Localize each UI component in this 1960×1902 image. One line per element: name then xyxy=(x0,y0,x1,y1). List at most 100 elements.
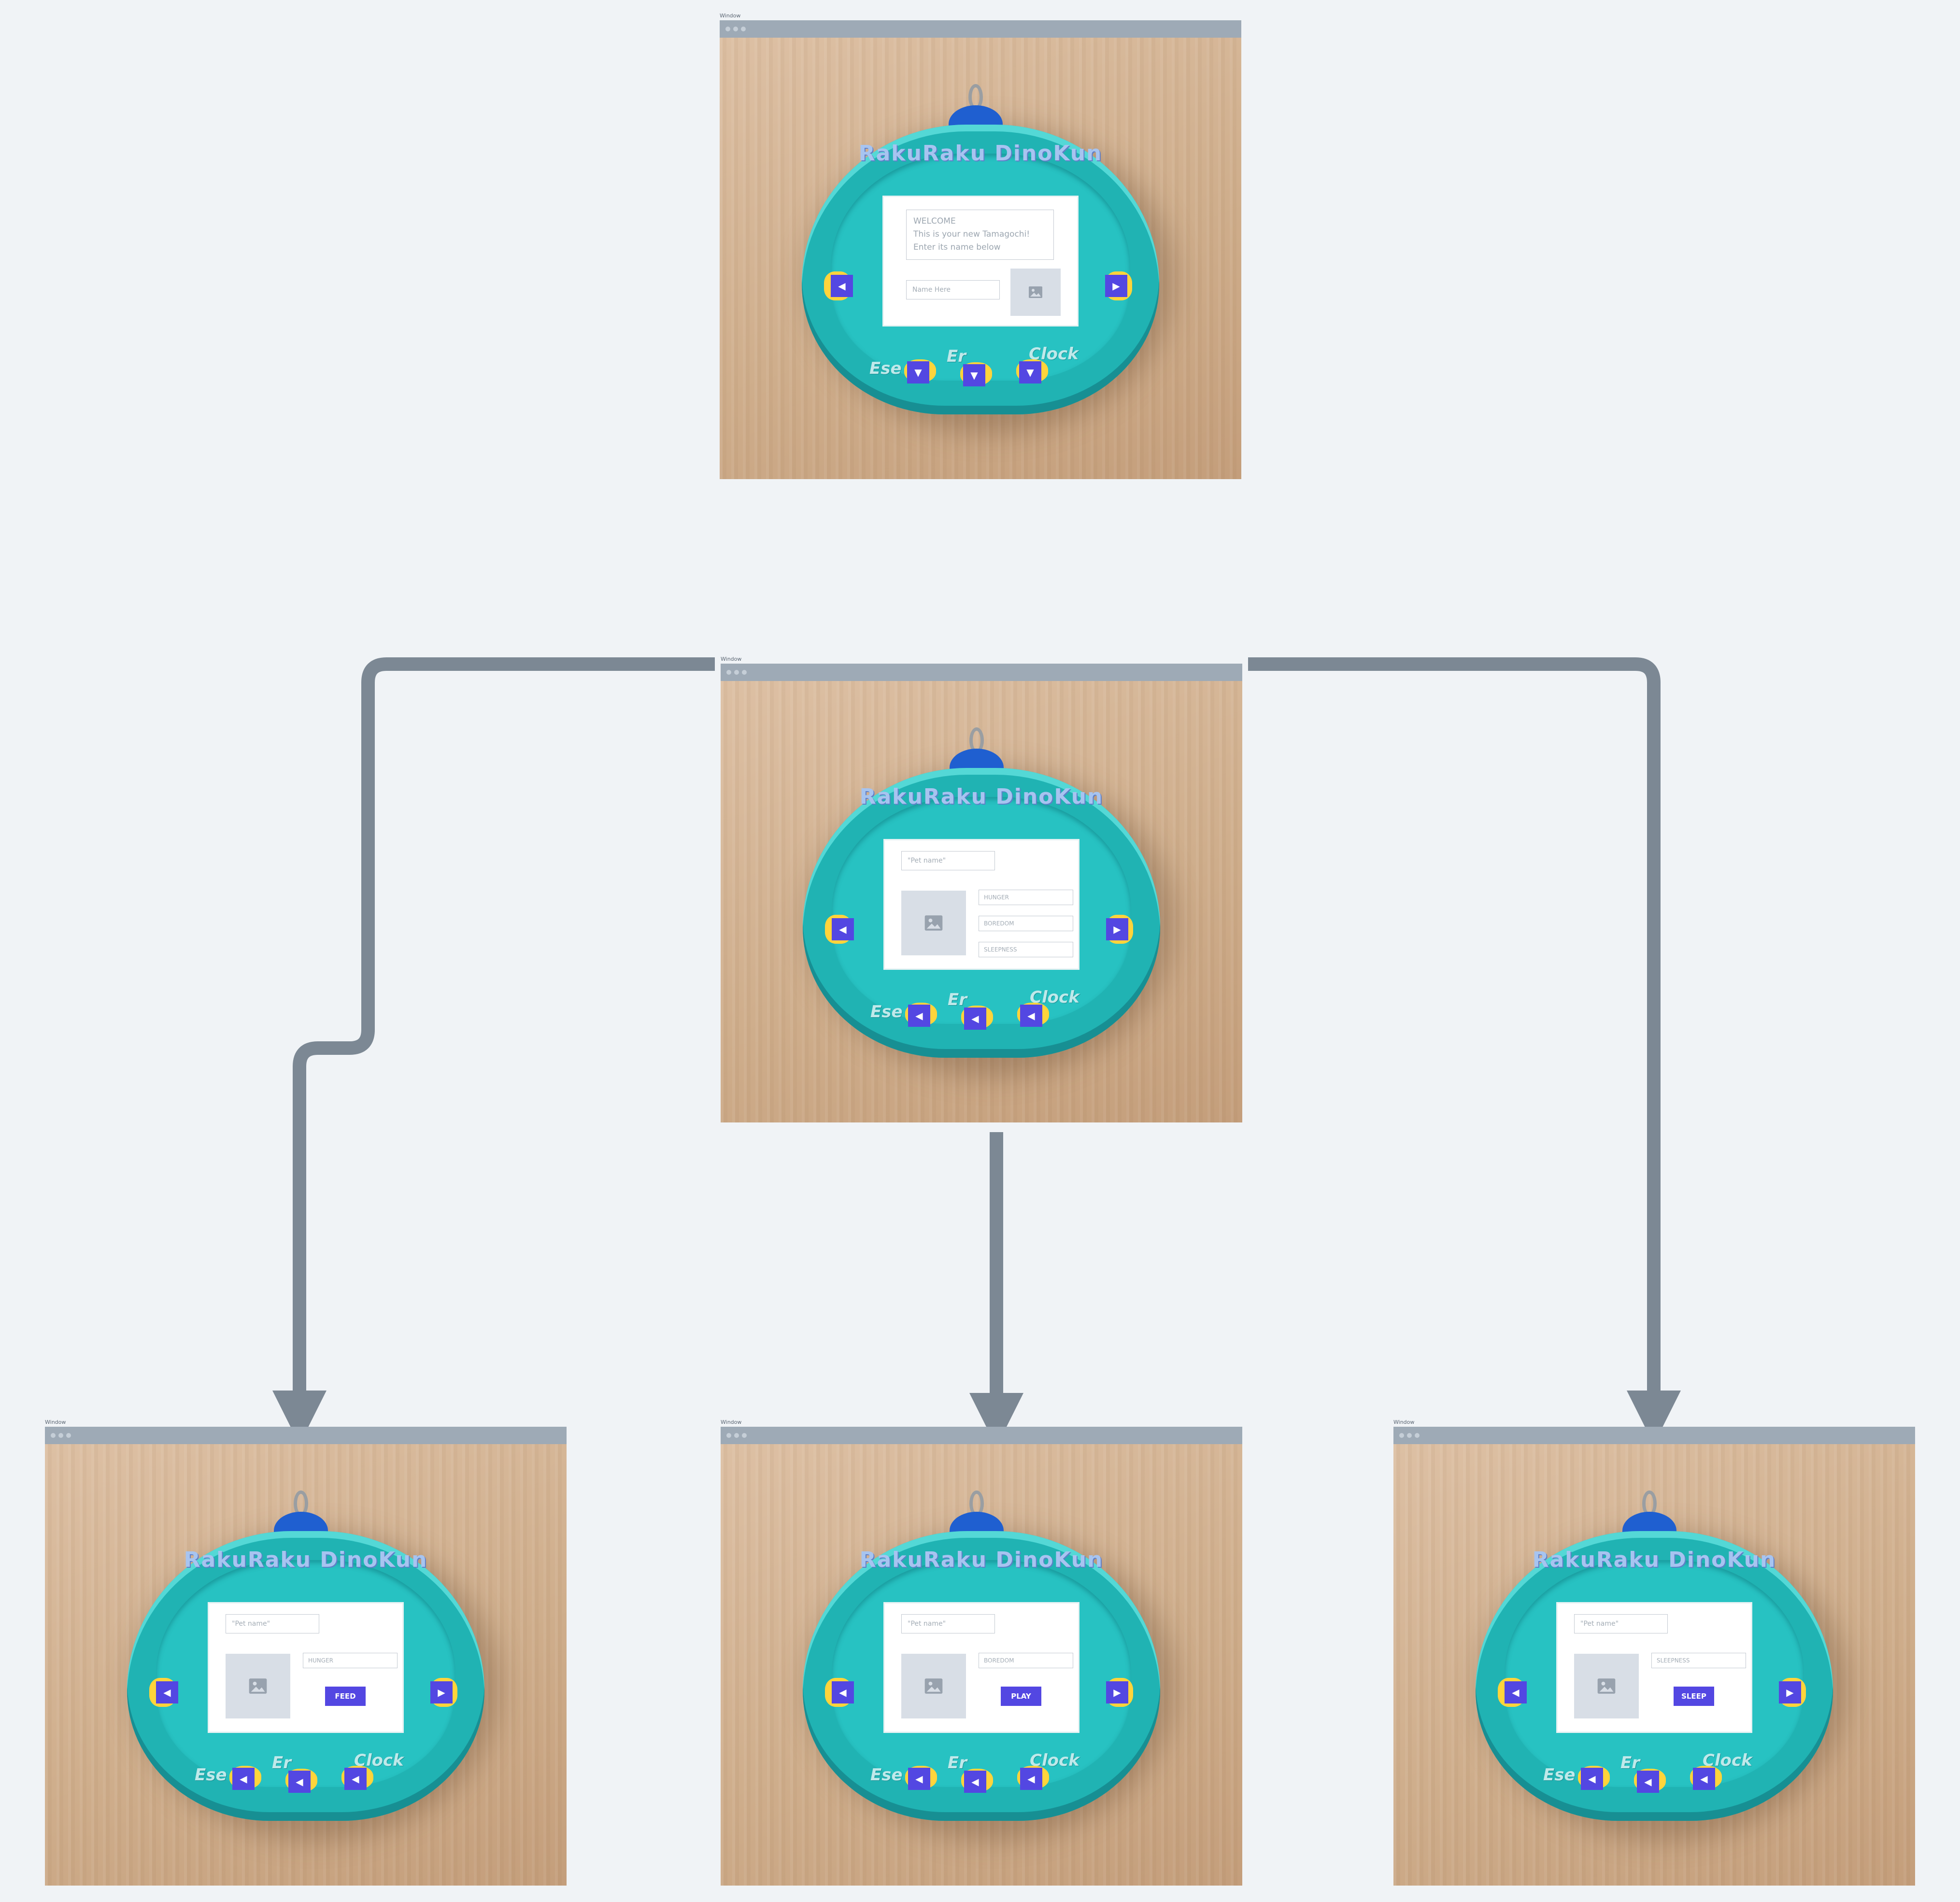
toy-label-er: Er xyxy=(947,347,966,366)
window-feed: Window RakuRaku DinoKun Ese Er Clock ◀ ▶… xyxy=(45,1419,567,1886)
chevron-down-icon: ▼ xyxy=(1026,367,1034,378)
window-control-dot[interactable] xyxy=(733,27,738,31)
chevron-right-icon: ▶ xyxy=(1112,280,1120,292)
chevron-left-icon: ◀ xyxy=(1700,1773,1708,1785)
window-welcome: Window RakuRaku DinoKun Ese Er Clock ◀ ▶… xyxy=(720,13,1241,479)
chevron-left-icon: ◀ xyxy=(839,923,847,935)
window-control-dot[interactable] xyxy=(1415,1433,1420,1438)
bottom-nav-button-1[interactable]: ▼ xyxy=(907,361,929,383)
bottom-nav-button-3[interactable]: ▼ xyxy=(1019,361,1041,383)
chevron-down-icon: ▼ xyxy=(914,367,922,378)
pet-name-field[interactable]: "Pet name" xyxy=(901,851,995,870)
nav-right-button[interactable]: ▶ xyxy=(1105,275,1127,297)
window-control-dot[interactable] xyxy=(742,670,747,675)
play-button[interactable]: PLAY xyxy=(1001,1687,1041,1706)
nav-right-button[interactable]: ▶ xyxy=(1779,1681,1801,1703)
nav-left-button[interactable]: ◀ xyxy=(156,1681,178,1703)
toy-label-er: Er xyxy=(272,1753,291,1773)
chevron-right-icon: ▶ xyxy=(1113,1687,1121,1698)
connector-to-feed xyxy=(272,657,715,1445)
bottom-nav-button-1[interactable]: ◀ xyxy=(908,1768,930,1790)
bottom-nav-button-3[interactable]: ◀ xyxy=(344,1768,367,1790)
window-control-dot[interactable] xyxy=(741,27,746,31)
pet-image-placeholder xyxy=(901,891,966,955)
chevron-left-icon: ◀ xyxy=(296,1776,303,1788)
window-body: RakuRaku DinoKun Ese Er Clock ◀ ▶ ▼ ▼ ▼ … xyxy=(720,38,1241,479)
bottom-nav-button-1[interactable]: ◀ xyxy=(908,1005,930,1027)
sleep-button[interactable]: SLEEP xyxy=(1674,1687,1714,1706)
window-titlebar[interactable] xyxy=(45,1427,567,1444)
brand-logo: RakuRaku DinoKun xyxy=(858,141,1103,166)
bottom-nav-button-2[interactable]: ◀ xyxy=(964,1771,986,1793)
window-control-dot[interactable] xyxy=(726,1433,731,1438)
pet-name-field[interactable]: "Pet name" xyxy=(901,1614,995,1633)
window-control-dot[interactable] xyxy=(742,1433,747,1438)
brand-logo: RakuRaku DinoKun xyxy=(859,1547,1104,1572)
chevron-left-icon: ◀ xyxy=(971,1013,979,1024)
nav-right-button[interactable]: ▶ xyxy=(430,1681,453,1703)
bottom-nav-button-1[interactable]: ◀ xyxy=(1581,1768,1603,1790)
bottom-nav-button-2[interactable]: ◀ xyxy=(288,1771,311,1793)
image-icon xyxy=(924,1678,943,1694)
window-control-dot[interactable] xyxy=(66,1433,71,1438)
nav-left-button[interactable]: ◀ xyxy=(832,1681,854,1703)
window-titlebar[interactable] xyxy=(721,1427,1242,1444)
chevron-right-icon: ▶ xyxy=(1113,923,1121,935)
welcome-line: Enter its name below xyxy=(913,242,1001,252)
bottom-nav-button-3[interactable]: ◀ xyxy=(1020,1768,1042,1790)
brand-logo: RakuRaku DinoKun xyxy=(184,1547,428,1572)
chevron-left-icon: ◀ xyxy=(352,1773,359,1785)
feed-button[interactable]: FEED xyxy=(325,1687,366,1706)
chevron-left-icon: ◀ xyxy=(1027,1773,1035,1785)
window-label: Window xyxy=(721,1419,742,1425)
connector-to-sleep xyxy=(1248,657,1681,1445)
nav-left-button[interactable]: ◀ xyxy=(1505,1681,1527,1703)
bottom-nav-button-2[interactable]: ▼ xyxy=(963,364,985,386)
chevron-left-icon: ◀ xyxy=(1027,1010,1035,1022)
window-control-dot[interactable] xyxy=(734,1433,739,1438)
window-sleep: Window RakuRaku DinoKun Ese Er Clock ◀ ▶… xyxy=(1393,1419,1915,1886)
chevron-left-icon: ◀ xyxy=(839,1687,847,1698)
image-placeholder xyxy=(1010,269,1061,316)
window-label: Window xyxy=(721,656,742,662)
nav-right-button[interactable]: ▶ xyxy=(1106,1681,1128,1703)
device-screen: WELCOME This is your new Tamagochi! Ente… xyxy=(884,197,1077,325)
window-control-dot[interactable] xyxy=(726,670,731,675)
window-control-dot[interactable] xyxy=(725,27,730,31)
nav-right-button[interactable]: ▶ xyxy=(1106,918,1128,940)
window-control-dot[interactable] xyxy=(1399,1433,1404,1438)
window-body: RakuRaku DinoKun Ese Er Clock ◀ ▶ ◀ ◀ ◀ … xyxy=(721,1444,1242,1886)
window-titlebar[interactable] xyxy=(720,20,1241,38)
chevron-left-icon: ◀ xyxy=(1512,1687,1520,1698)
image-icon xyxy=(1029,286,1042,298)
chevron-left-icon: ◀ xyxy=(163,1687,171,1698)
pet-name-field[interactable]: "Pet name" xyxy=(1574,1614,1668,1633)
stat-sleepness: SLEEPNESS xyxy=(979,942,1073,957)
pet-image-placeholder xyxy=(901,1654,966,1718)
bottom-nav-button-2[interactable]: ◀ xyxy=(964,1008,986,1030)
pet-name-field[interactable]: "Pet name" xyxy=(226,1614,319,1633)
stat-hunger: HUNGER xyxy=(303,1653,398,1668)
image-icon xyxy=(1597,1678,1616,1694)
window-status: Window RakuRaku DinoKun Ese Er Clock ◀ ▶… xyxy=(721,656,1242,1122)
nav-left-button[interactable]: ◀ xyxy=(831,275,853,297)
window-body: RakuRaku DinoKun Ese Er Clock ◀ ▶ ◀ ◀ ◀ … xyxy=(45,1444,567,1886)
window-titlebar[interactable] xyxy=(721,664,1242,681)
window-titlebar[interactable] xyxy=(1393,1427,1915,1444)
device-screen: "Pet name" SLEEPNESS SLEEP xyxy=(1558,1604,1751,1732)
bottom-nav-button-1[interactable]: ◀ xyxy=(232,1768,255,1790)
bottom-nav-button-3[interactable]: ◀ xyxy=(1020,1005,1042,1027)
chevron-left-icon: ◀ xyxy=(915,1010,923,1022)
window-control-dot[interactable] xyxy=(734,670,739,675)
window-label: Window xyxy=(720,13,741,19)
window-control-dot[interactable] xyxy=(51,1433,56,1438)
window-control-dot[interactable] xyxy=(1407,1433,1412,1438)
pet-name-input[interactable]: Name Here xyxy=(906,280,1000,299)
bottom-nav-button-3[interactable]: ◀ xyxy=(1693,1768,1715,1790)
chevron-down-icon: ▼ xyxy=(970,369,978,381)
window-control-dot[interactable] xyxy=(58,1433,63,1438)
nav-left-button[interactable]: ◀ xyxy=(832,918,854,940)
bottom-nav-button-2[interactable]: ◀ xyxy=(1637,1771,1659,1793)
device-screen: "Pet name" BOREDOM PLAY xyxy=(885,1604,1078,1732)
